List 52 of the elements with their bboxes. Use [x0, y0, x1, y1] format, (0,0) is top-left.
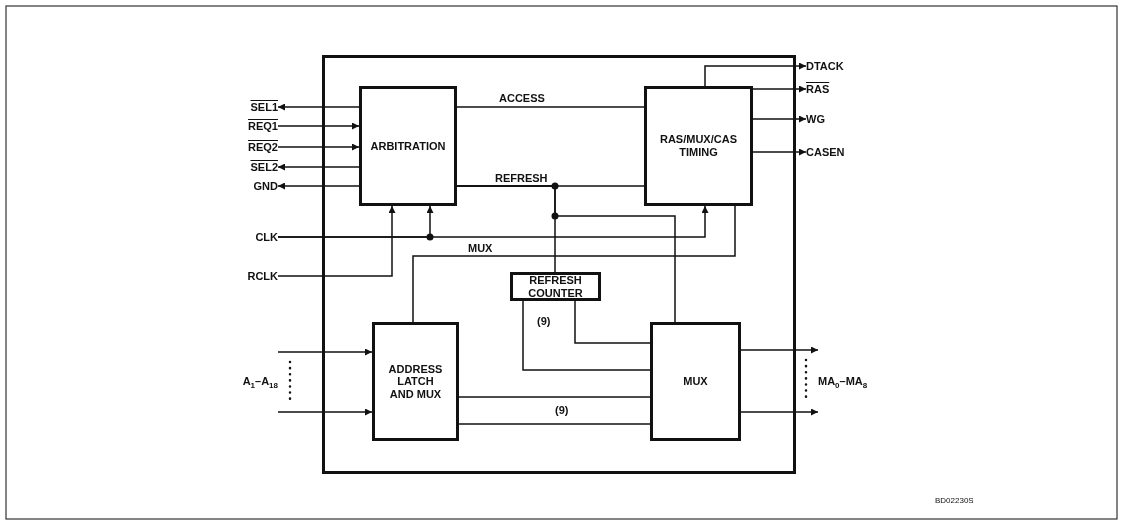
block-label: ADDRESS LATCH AND MUX: [388, 362, 443, 401]
pin-label: SEL2: [228, 160, 278, 174]
edge-label: MUX: [466, 242, 495, 254]
arrow: [277, 103, 360, 111]
arrow: [752, 85, 807, 93]
connector-line: [522, 300, 651, 371]
connector-line: [458, 423, 651, 425]
pin-label: MA$_{0}$–MA$_{8}$: [818, 374, 878, 394]
connector-line: [458, 396, 651, 398]
pin-label: A$_{1}$–A$_{18}$: [222, 374, 278, 394]
connector-line: [574, 300, 651, 344]
pin-label: CLK: [228, 230, 278, 244]
chip-outline: [322, 55, 796, 474]
pin-label: WG: [806, 112, 856, 126]
block-label: MUX: [683, 375, 708, 388]
arrow: [752, 148, 807, 156]
block-label: ARBITRATION: [370, 139, 446, 153]
arrow: [752, 115, 807, 123]
arrow: [740, 408, 819, 416]
arrow: [277, 122, 360, 130]
figure-code: BD02230S: [935, 496, 974, 505]
connector-line: [456, 106, 645, 108]
edge-label: (9): [535, 315, 553, 327]
function-block: [644, 86, 753, 206]
edge-label: (9): [553, 404, 571, 416]
arrow: [277, 205, 709, 238]
function-block: [510, 272, 601, 301]
pin-label: RAS: [806, 82, 856, 96]
arrow: [740, 346, 819, 354]
function-block: [359, 86, 457, 206]
connector-line: [412, 205, 736, 323]
function-block: [372, 322, 459, 441]
arrow: [277, 348, 373, 356]
connector-line: [456, 185, 676, 323]
pin-label: REQ2: [228, 140, 278, 154]
edge-label: REFRESH: [493, 172, 550, 184]
pin-label: CASEN: [806, 145, 856, 159]
arrow: [277, 408, 373, 416]
arrow: [704, 62, 807, 87]
pin-label: REQ1: [228, 119, 278, 133]
block-label: REFRESH COUNTER: [527, 273, 584, 300]
function-block: [650, 322, 741, 441]
arrow: [277, 143, 360, 151]
edge-label: ACCESS: [497, 92, 547, 104]
arrow: [277, 163, 360, 171]
block-label: RAS/MUX/CAS TIMING: [659, 133, 738, 159]
pin-label: GND: [228, 179, 278, 193]
pin-label: DTACK: [806, 59, 856, 73]
pin-label: RCLK: [228, 269, 278, 283]
pin-label: SEL1: [228, 100, 278, 114]
arrow: [277, 205, 396, 277]
arrow: [277, 182, 360, 190]
